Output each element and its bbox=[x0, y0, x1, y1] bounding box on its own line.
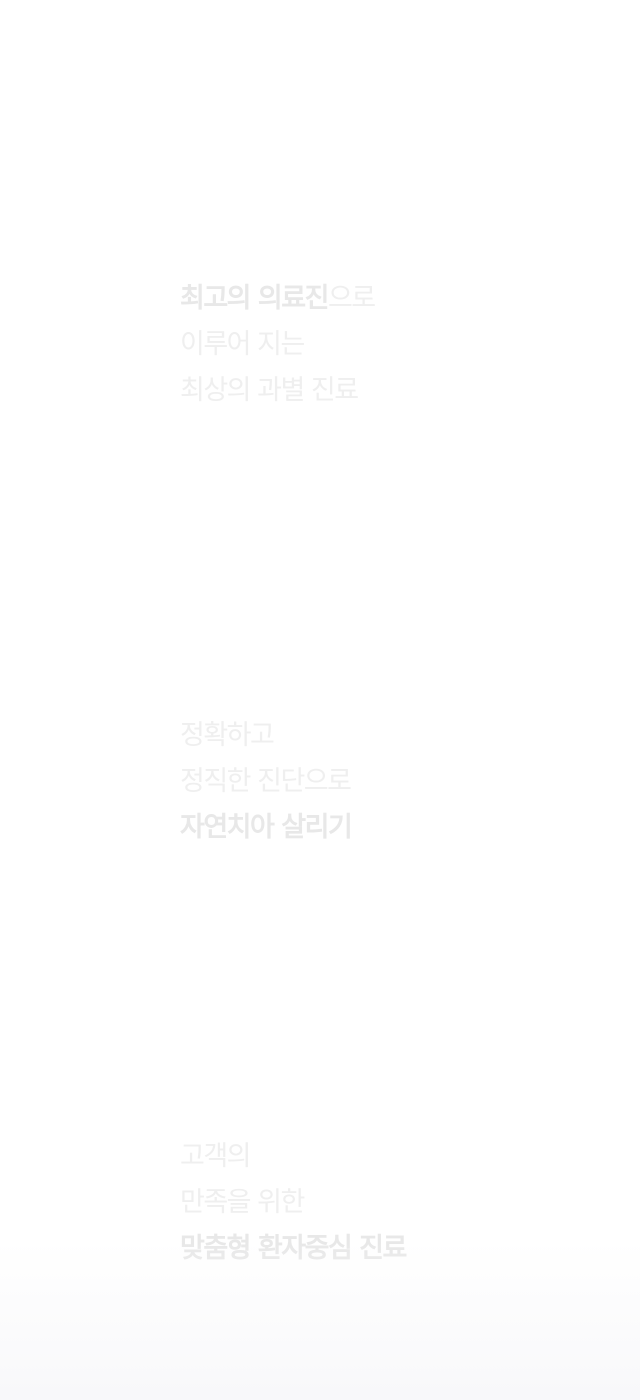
bottom-fade bbox=[0, 1240, 640, 1400]
feature-heading-natural-teeth: 정확하고 정직한 진단으로 자연치아 살리기 bbox=[180, 713, 620, 851]
heading-line: 최상의 과별 진료 bbox=[180, 375, 359, 406]
heading-line: 이루어 지는 bbox=[180, 329, 305, 360]
heading-line: 고객의 bbox=[180, 1141, 252, 1172]
heading-text: 으로 bbox=[327, 283, 376, 314]
heading-line: 최고의 의료진으로 bbox=[180, 276, 620, 322]
heading-line: 정확하고 bbox=[180, 720, 275, 751]
heading-line: 만족을 위한 bbox=[180, 1187, 305, 1218]
feature-heading-medical-team: 최고의 의료진으로 이루어 지는 최상의 과별 진료 bbox=[180, 276, 620, 414]
heading-emphasis: 최고의 의료진 bbox=[180, 283, 329, 314]
heading-emphasis: 자연치아 살리기 bbox=[180, 812, 353, 843]
heading-line: 정직한 진단으로 bbox=[180, 766, 352, 797]
